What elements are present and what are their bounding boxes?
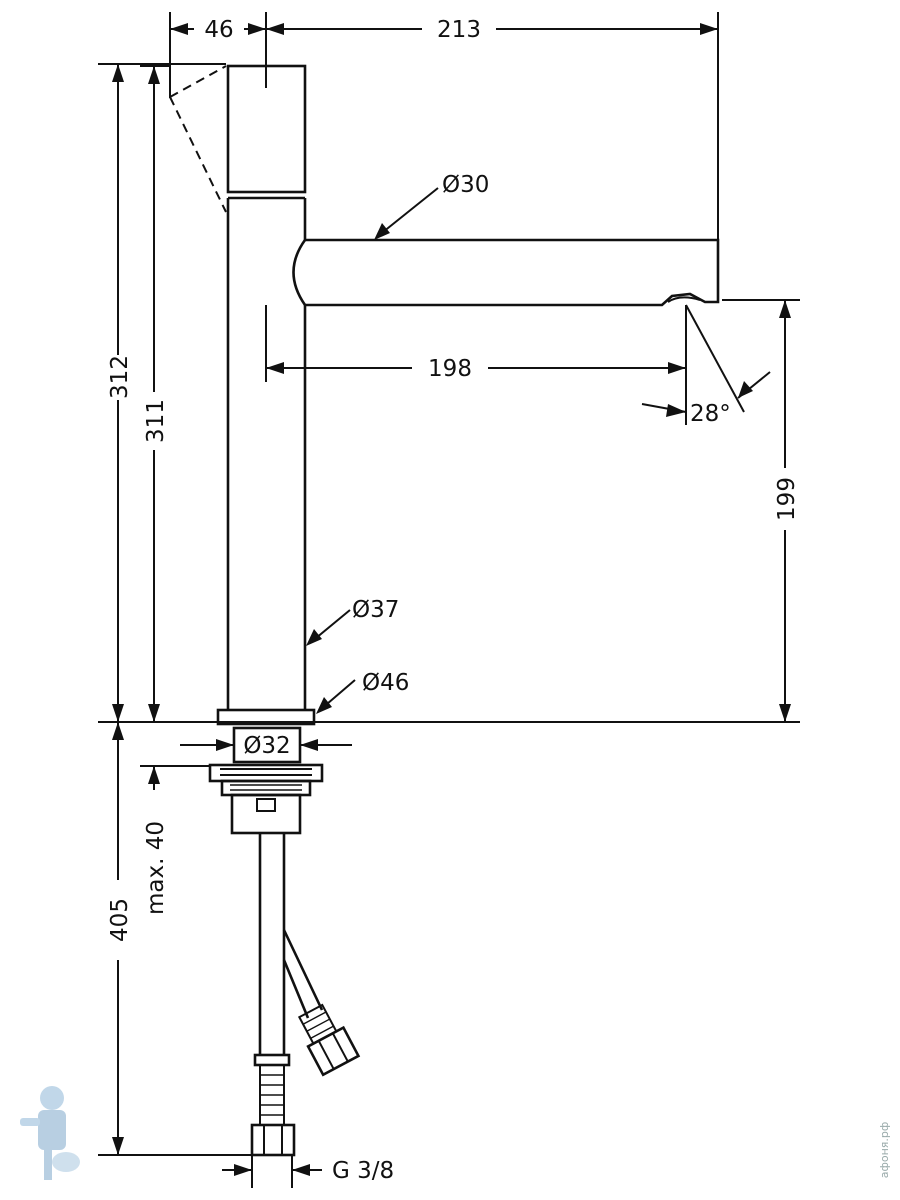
dim-312-label: 312 — [107, 355, 133, 399]
dimension-lines — [112, 23, 791, 1176]
dim-shank-diameter-label: Ø32 — [243, 733, 290, 759]
dim-199-label: 199 — [774, 477, 800, 521]
dim-body-diameter-label: Ø37 — [352, 597, 399, 623]
dim-46-label: 46 — [204, 17, 233, 43]
dim-max-40-label: max. 40 — [143, 821, 169, 915]
dim-spout-diameter-label: Ø30 — [442, 172, 489, 198]
dim-405-label: 405 — [107, 898, 133, 942]
dim-311-label: 311 — [143, 399, 169, 443]
dim-spray-angle-label: 28° — [690, 401, 731, 427]
leader-lines — [306, 187, 439, 714]
spray-angle-lines — [685, 304, 745, 425]
plumber-mascot-icon — [20, 1086, 80, 1180]
handle-swing-dashed — [169, 65, 227, 213]
dim-198-label: 198 — [428, 356, 472, 382]
faucet-body-outline — [208, 64, 720, 1157]
watermark-site-text: афоня.рф — [878, 1122, 891, 1179]
dim-base-diameter-label: Ø46 — [362, 670, 409, 696]
dim-connection-thread-label: G 3/8 — [332, 1158, 394, 1184]
dim-213-label: 213 — [437, 17, 481, 43]
